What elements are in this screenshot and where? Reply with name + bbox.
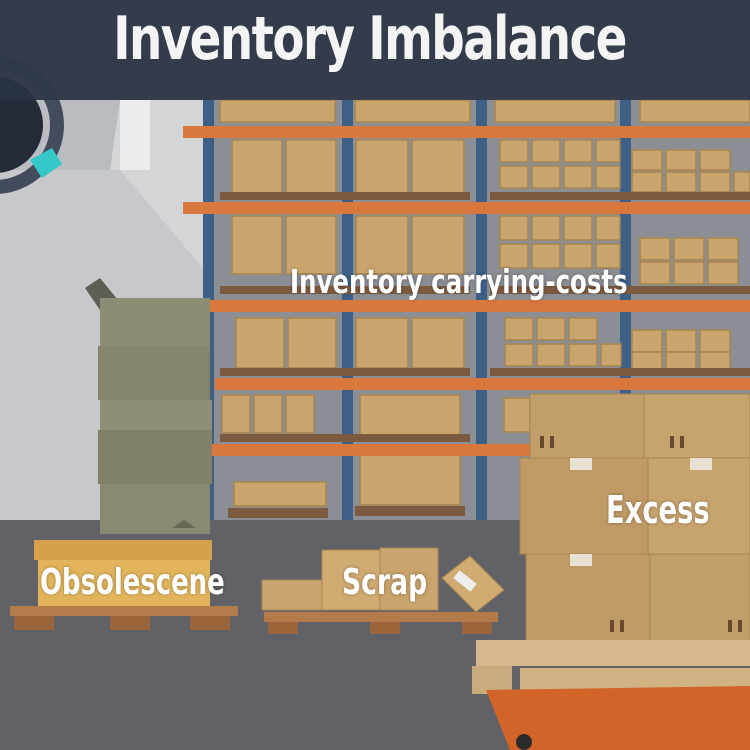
obsolescence-pallet <box>10 540 238 630</box>
carrying-costs-label: Inventory carrying-costs <box>290 262 628 301</box>
gauge-icon <box>0 56 64 194</box>
title-bar-bg <box>0 0 750 100</box>
this-way-up-arrows-icon <box>540 436 742 632</box>
shelf-boxes <box>219 99 750 507</box>
obsolescence-label: Obsolescene <box>40 562 225 603</box>
rack-beam <box>183 126 750 138</box>
excess-label: Excess <box>606 488 710 532</box>
scrap-pallet <box>261 547 505 634</box>
obsolete-box-stack <box>85 278 212 534</box>
rack-beam <box>210 300 750 312</box>
forklift <box>472 640 750 750</box>
page-title: Inventory Imbalance <box>113 4 627 74</box>
rack-beam <box>215 378 750 390</box>
rack-beam <box>183 202 750 214</box>
rack-beams <box>183 126 750 456</box>
scrap-label: Scrap <box>342 562 428 603</box>
excess-box-stack <box>519 393 750 643</box>
